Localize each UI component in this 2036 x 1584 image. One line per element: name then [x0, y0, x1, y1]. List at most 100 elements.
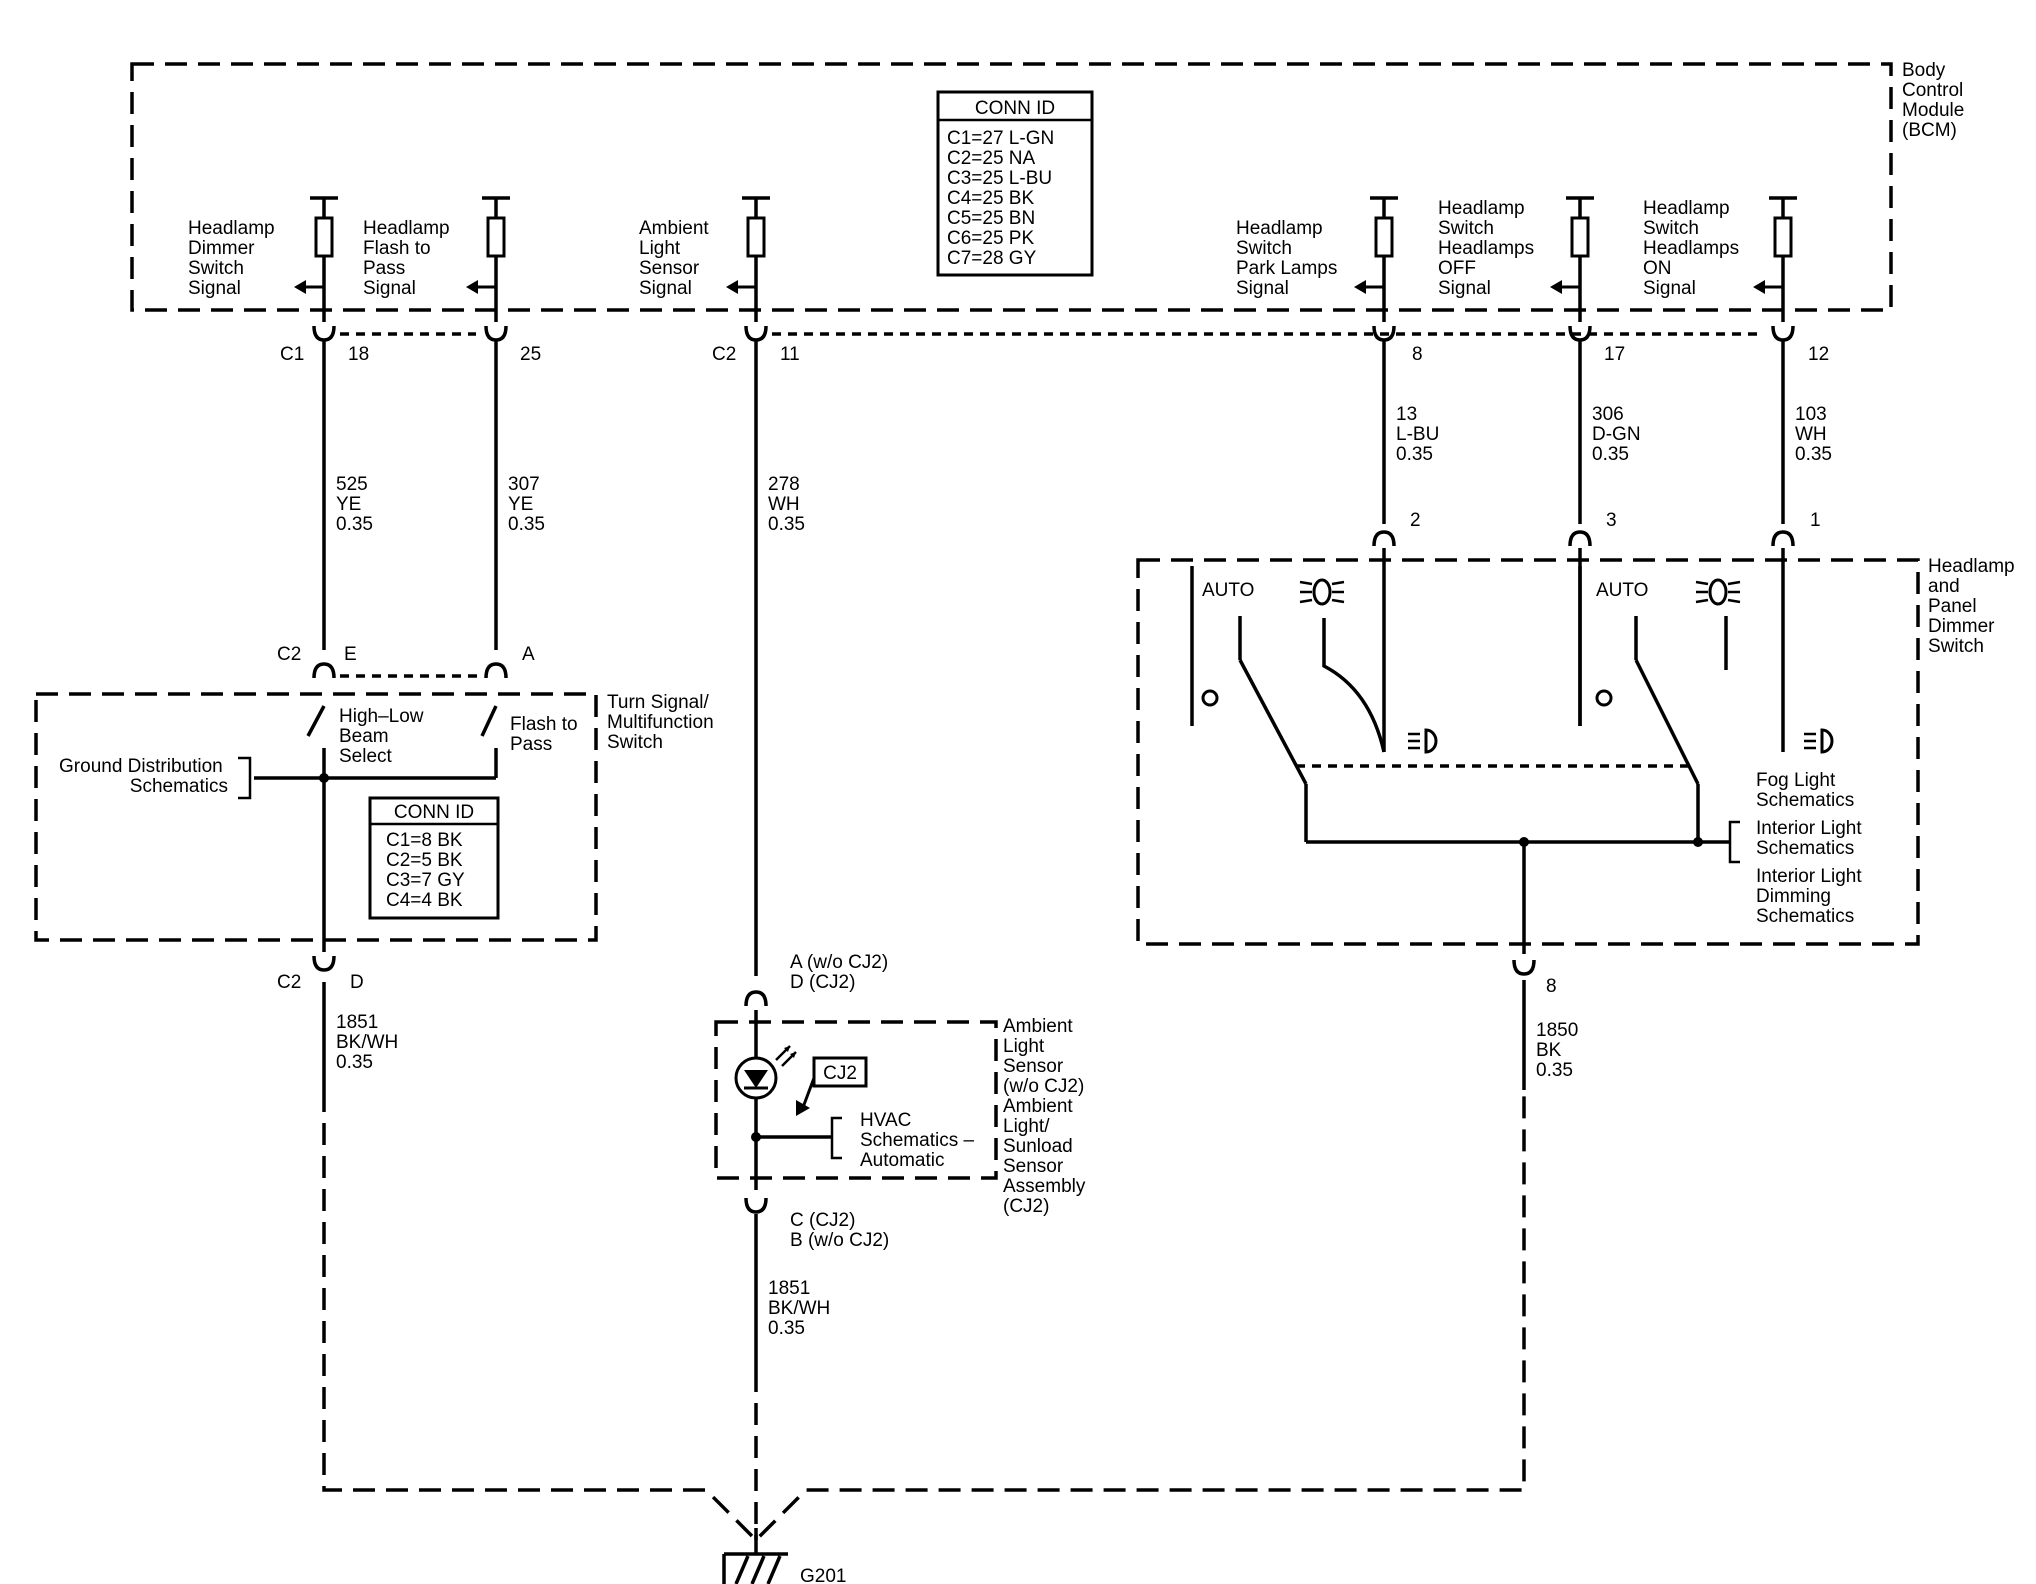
fog-lamp-icon [1804, 728, 1834, 754]
ts-pin-a: A [522, 644, 535, 665]
connector-terminal [744, 990, 768, 1007]
headlamp-switch-box [1136, 558, 1920, 946]
bcm-sense-arrow [1550, 280, 1562, 294]
bcm-pullup-circuit [726, 196, 770, 322]
ambient-bottom-pins: C (CJ2) B (w/o CJ2) [790, 1210, 889, 1251]
ts-pin-d: D [350, 972, 364, 993]
ambient-sensor-box [714, 1020, 998, 1180]
wire-label-525: 525 YE 0.35 [336, 474, 373, 535]
bcm-conn-id-row: C6=25 PK [947, 228, 1034, 249]
bcm-pin-park: 8 [1412, 344, 1423, 365]
bcm-resistor [746, 216, 766, 258]
hs-right-contact-circle [1595, 689, 1613, 707]
bcm-sense-arrow [1753, 280, 1765, 294]
hs-bus-junction-right [1693, 837, 1703, 847]
high-low-beam-label: High–Low Beam Select [339, 706, 429, 767]
svg-text:CJ2: CJ2 [823, 1063, 857, 1084]
bcm-sense-arrow [294, 280, 306, 294]
bcm-resistor [1374, 216, 1394, 258]
bcm-pin-on: 12 [1808, 344, 1829, 365]
connector-terminal [312, 955, 336, 972]
ts-pin-e: E [344, 644, 357, 665]
ground-symbol [722, 1528, 788, 1584]
bcm-conn-id-row: C5=25 BN [947, 208, 1035, 229]
bcm-resistor [1773, 216, 1793, 258]
bcm-sense-arrow [726, 280, 738, 294]
connector-terminal [1372, 325, 1396, 342]
bcm-resistor [1570, 216, 1590, 258]
connector-terminal [744, 325, 768, 342]
bcm-conn-id-row: C3=25 L-BU [947, 168, 1052, 189]
bcm-connector-c1: C1 [280, 344, 304, 365]
bcm-dashed-box [130, 62, 1893, 312]
bcm-sense-arrow [1354, 280, 1366, 294]
connector-terminal [484, 325, 508, 342]
bcm-resistor [314, 216, 334, 258]
connector-terminal [312, 662, 336, 679]
signal-label-flash: Headlamp Flash to Pass Signal [363, 218, 455, 299]
connector-terminal [1372, 530, 1396, 547]
ts-connector-c2-bottom: C2 [277, 972, 301, 993]
bcm-conn-id-row: C2=25 NA [947, 148, 1036, 169]
ts-conn-id-row: C3=7 GY [386, 870, 465, 891]
hs-left-contact-circle [1201, 689, 1219, 707]
bcm-pin-ambient: 11 [780, 344, 800, 365]
ground-harness-dashed [322, 1090, 1526, 1543]
connector-terminals [312, 325, 1795, 1214]
hs-right-wiper [1634, 659, 1700, 785]
connector-terminal [1771, 325, 1795, 342]
hs-pin-off: 3 [1606, 510, 1617, 531]
hvac-bracket [830, 1116, 842, 1160]
connector-terminal [312, 325, 336, 342]
hs-left-lamp-curve [1322, 618, 1386, 753]
signal-label-dimmer: Headlamp Dimmer Switch Signal [188, 218, 280, 299]
wire-label-1850: 1850 BK 0.35 [1536, 1020, 1584, 1081]
cj2-badge: CJ2 [796, 1056, 868, 1116]
bcm-title: Body Control Module (BCM) [1902, 60, 1970, 141]
hs-auto-left: AUTO [1202, 580, 1254, 601]
ts-conn-id-table: CONN ID C1=8 BK C2=5 BK C3=7 GY C4=4 BK [368, 796, 500, 920]
wire-label-1851-left: 1851 BK/WH 0.35 [336, 1012, 404, 1073]
interior-light-ref: Interior Light Schematics [1756, 818, 1867, 859]
headlamp-icon [1695, 578, 1741, 606]
headlamp-icon [1299, 578, 1345, 606]
hs-pin-ground: 8 [1546, 976, 1557, 997]
bcm-resistor [486, 216, 506, 258]
bcm-conn-id-title: CONN ID [975, 98, 1055, 119]
ts-conn-id-row: C4=4 BK [386, 890, 463, 911]
bcm-pullup-circuit [1753, 196, 1797, 322]
hvac-ref-label: HVAC Schematics – Automatic [860, 1110, 979, 1171]
wire-label-307: 307 YE 0.35 [508, 474, 545, 535]
bcm-conn-id-table: CONN ID C1=27 L-GN C2=25 NA C3=25 L-BU C… [936, 90, 1094, 277]
ground-label: G201 [800, 1566, 846, 1584]
ts-ground-junction [319, 773, 329, 783]
connector-terminal [1568, 530, 1592, 547]
connector-terminal [484, 662, 508, 679]
bcm-internal-circuits [294, 196, 1797, 322]
fog-light-ref: Fog Light Schematics [1756, 770, 1854, 811]
bcm-pin-off: 17 [1604, 344, 1625, 365]
wire-label-13: 13 L-BU 0.35 [1396, 404, 1445, 465]
flash-to-pass-label: Flash to Pass [510, 714, 583, 755]
turn-signal-switch-box [34, 692, 598, 942]
connector-terminal [1512, 959, 1536, 976]
hs-left-wiper [1238, 659, 1308, 785]
hs-pin-on: 1 [1810, 510, 1821, 531]
turn-signal-switch-title: Turn Signal/ Multifunction Switch [607, 692, 719, 753]
signal-label-park: Headlamp Switch Park Lamps Signal [1236, 218, 1343, 299]
wire-label-278: 278 WH 0.35 [768, 474, 805, 535]
bcm-pin-flash: 25 [520, 344, 541, 365]
signal-label-on: Headlamp Switch Headlamps ON Signal [1643, 198, 1744, 299]
bcm-pullup-circuit [1550, 196, 1594, 322]
headlamp-switch-title: Headlamp and Panel Dimmer Switch [1928, 556, 2020, 657]
bcm-conn-id-row: C1=27 L-GN [947, 128, 1054, 149]
high-low-switch-contact [306, 705, 326, 737]
connector-terminal [1771, 530, 1795, 547]
signal-label-off: Headlamp Switch Headlamps OFF Signal [1438, 198, 1539, 299]
hs-pin-park: 2 [1410, 510, 1421, 531]
bcm-pin-dimmer: 18 [348, 344, 369, 365]
connector-terminal [1568, 325, 1592, 342]
signal-label-ambient: Ambient Light Sensor Signal [639, 218, 714, 299]
interior-ref-bracket [1728, 820, 1740, 864]
hs-auto-right: AUTO [1596, 580, 1648, 601]
